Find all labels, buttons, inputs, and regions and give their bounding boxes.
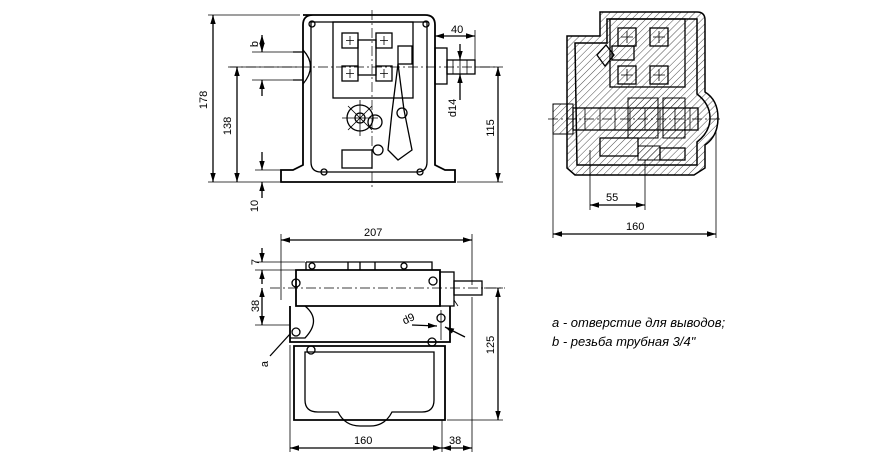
star-wheel-icon <box>342 100 383 136</box>
dim-hole-diam: d9 <box>401 311 417 327</box>
dim-shaft-axis: 115 <box>485 119 497 137</box>
front-view: 178 138 b 10 40 d14 115 <box>198 10 503 212</box>
dim-top-axis: 38 <box>250 300 262 312</box>
note-a: a - отверстие для выводов; <box>552 315 726 330</box>
dim-side-offset: 55 <box>606 192 618 204</box>
dim-shaft-diam: d14 <box>447 99 459 117</box>
dim-height-total: 178 <box>198 91 210 109</box>
dim-shaft-len: 40 <box>451 24 463 36</box>
dim-side-width: 160 <box>626 221 644 233</box>
hole-label-a: a <box>259 360 271 367</box>
dim-top-depth: 125 <box>485 336 497 354</box>
side-view: 55 160 <box>548 11 722 238</box>
terminal-icon <box>341 32 413 82</box>
note-b: b - резьба трубная 3/4" <box>552 334 697 349</box>
dim-top-width: 160 <box>354 435 372 447</box>
dim-top-shaft-len: 38 <box>449 435 461 447</box>
dim-top-top: 7 <box>250 259 262 265</box>
terminal-icon <box>617 27 669 85</box>
dim-height-axis: 138 <box>222 117 234 135</box>
dim-top-length: 207 <box>364 227 382 239</box>
dim-base: 10 <box>249 200 261 212</box>
legend-notes: a - отверстие для выводов; b - резьба тр… <box>552 315 726 349</box>
dim-pipe: b <box>249 41 261 47</box>
top-view: 207 7 38 a d9 125 160 38 <box>250 227 505 452</box>
